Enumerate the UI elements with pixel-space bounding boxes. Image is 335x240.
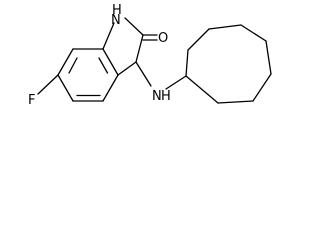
benzene-ring <box>57 48 119 102</box>
amine-nitrogen-label: N <box>152 89 162 104</box>
fluoro-substituent <box>37 74 59 95</box>
bond <box>57 74 74 102</box>
carbonyl-oxygen-label: O <box>158 31 168 46</box>
molecule-structure: H N O F N H <box>28 3 272 108</box>
bond <box>102 74 119 102</box>
bond <box>102 48 119 76</box>
bond <box>165 75 187 90</box>
bond <box>135 34 144 63</box>
bond <box>185 49 189 77</box>
amine-linker <box>135 61 187 90</box>
bond <box>135 61 152 87</box>
bond <box>187 28 210 51</box>
bond <box>117 61 137 76</box>
bond <box>124 17 144 36</box>
bond <box>265 40 272 75</box>
bond <box>240 24 267 42</box>
double-bond-inner <box>68 57 78 74</box>
carbonyl-group <box>142 34 158 41</box>
double-bond-inner <box>98 57 109 74</box>
cyclooctane-ring <box>185 24 272 104</box>
bond <box>37 74 59 95</box>
five-membered-ring <box>102 17 144 76</box>
fluorine-label: F <box>28 93 35 108</box>
bond <box>217 100 254 104</box>
bond <box>208 24 242 30</box>
ring-nitrogen-label: N <box>111 13 121 28</box>
amine-hydrogen-label: H <box>161 89 171 104</box>
bond <box>252 73 272 102</box>
ring-nh-hydrogen-label: H <box>112 3 122 18</box>
bond <box>102 22 115 50</box>
bond <box>57 48 74 76</box>
bond <box>185 75 219 104</box>
